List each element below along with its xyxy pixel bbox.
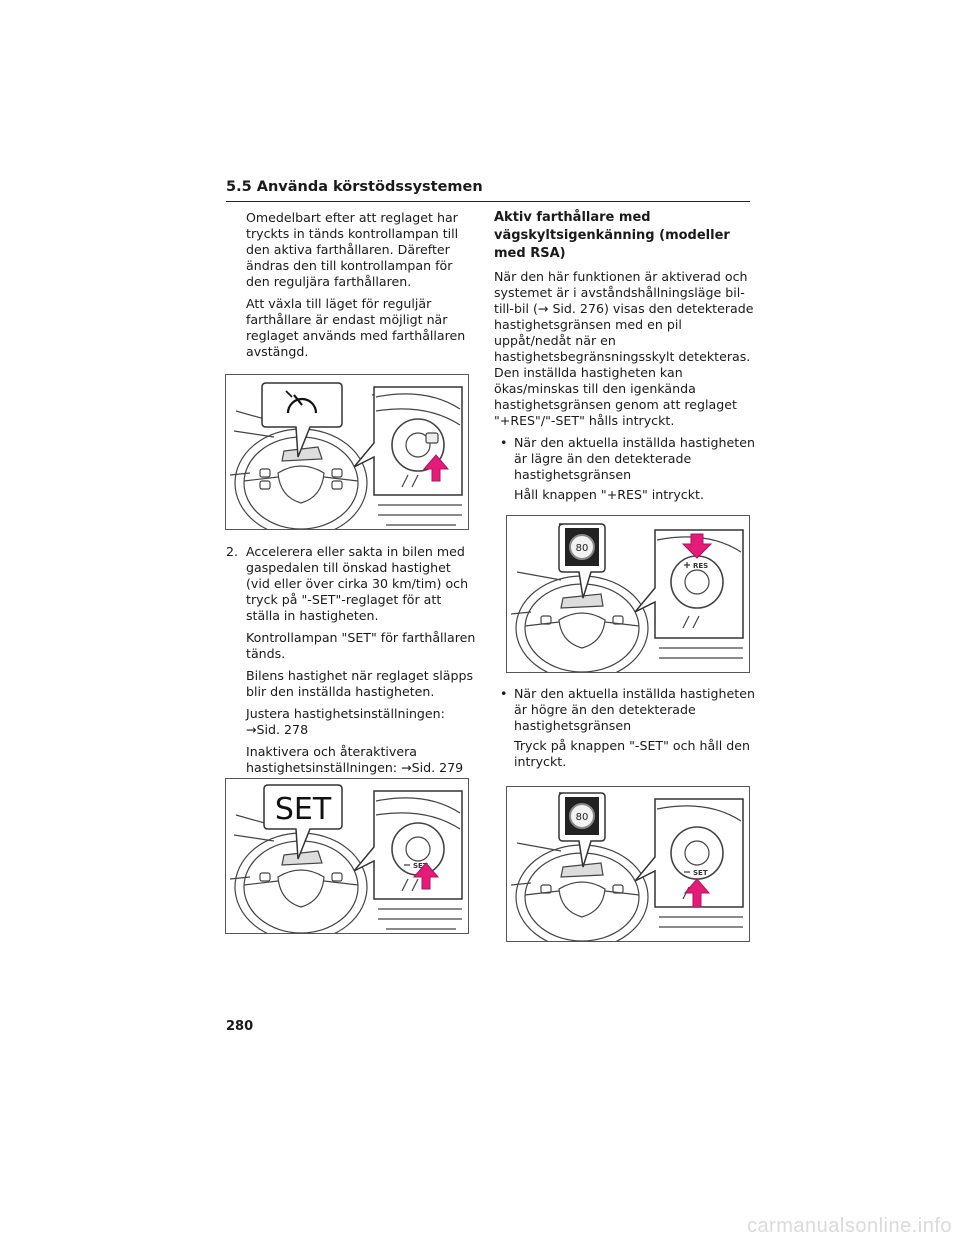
figure-res-sign: 80 RES bbox=[506, 515, 750, 673]
figure-set-sign: 80 SET bbox=[506, 786, 750, 942]
bullet-lower-speed: • När den aktuella inställda hastigheten… bbox=[494, 435, 756, 483]
section-title: 5.5 Använda körstödssystemen bbox=[226, 179, 483, 195]
paragraph-adjust: Justera hastighetsinställningen: →Sid. 2… bbox=[226, 706, 476, 738]
speed-sign-value: 80 bbox=[576, 543, 589, 554]
set-callout-text: SET bbox=[275, 792, 332, 827]
paragraph-reactivate: Inaktivera och återaktivera hastighetsin… bbox=[226, 744, 476, 776]
step-text: Accelerera eller sakta in bilen med gasp… bbox=[246, 544, 469, 623]
watermark: carmanualsonline.info bbox=[746, 1215, 952, 1237]
bullet-higher-speed: • När den aktuella inställda hastigheten… bbox=[494, 686, 756, 734]
set-button-label: SET bbox=[404, 862, 428, 870]
bullet-marker: • bbox=[500, 686, 508, 701]
bullet-action-res: Håll knappen "+RES" intryckt. bbox=[514, 487, 704, 502]
figure-set-indicator: SET SET bbox=[225, 778, 469, 934]
figure-cruise-indicator bbox=[225, 374, 469, 530]
adjust-page-link[interactable]: →Sid. 278 bbox=[246, 722, 309, 737]
paragraph-mode-switch: Att växla till läget för reguljär farthå… bbox=[246, 296, 466, 359]
speedometer-icon bbox=[285, 390, 318, 414]
speed-sign-value: 80 bbox=[576, 812, 589, 823]
paragraph-rsa-intro: När den här funktionen är aktiverad och … bbox=[494, 269, 754, 428]
paragraph-indicator-change: Omedelbart efter att reglaget har tryckt… bbox=[246, 210, 459, 289]
adjust-label: Justera hastighetsinställningen: bbox=[246, 706, 445, 721]
paragraph-set-speed: Bilens hastighet när reglaget släpps bli… bbox=[246, 668, 474, 699]
right-column-top: Aktiv farthållare med vägskyltsigenkänni… bbox=[494, 209, 756, 509]
left-column-step2: 2. Accelerera eller sakta in bilen med g… bbox=[226, 544, 476, 782]
page-number: 280 bbox=[226, 1019, 254, 1034]
section-heading-rsa: Aktiv farthållare med vägskyltsigenkänni… bbox=[494, 210, 730, 261]
set-button-label: SET bbox=[684, 869, 708, 877]
reactivate-page-link[interactable]: →Sid. 279 bbox=[401, 760, 464, 775]
right-column-bullet2: • När den aktuella inställda hastigheten… bbox=[494, 686, 756, 776]
svg-text:SET: SET bbox=[413, 862, 428, 870]
svg-text:SET: SET bbox=[693, 869, 708, 877]
res-button-label: RES bbox=[684, 562, 708, 570]
step-number: 2. bbox=[226, 544, 239, 559]
bullet-action-set: Tryck på knappen "-SET" och håll den int… bbox=[514, 738, 750, 769]
reactivate-label: Inaktivera och återaktivera hastighetsin… bbox=[246, 744, 417, 775]
left-column-top: Omedelbart efter att reglaget har tryckt… bbox=[226, 210, 476, 366]
section-header: 5.5 Använda körstödssystemen bbox=[226, 178, 750, 202]
paragraph-set-lamp: Kontrollampan "SET" för farthållaren tän… bbox=[246, 630, 476, 661]
bullet-marker: • bbox=[500, 435, 508, 450]
svg-text:RES: RES bbox=[693, 562, 708, 570]
bullet-text: När den aktuella inställda hastigheten ä… bbox=[514, 435, 755, 482]
bullet-text: När den aktuella inställda hastigheten ä… bbox=[514, 686, 755, 733]
step-2: 2. Accelerera eller sakta in bilen med g… bbox=[226, 544, 476, 624]
